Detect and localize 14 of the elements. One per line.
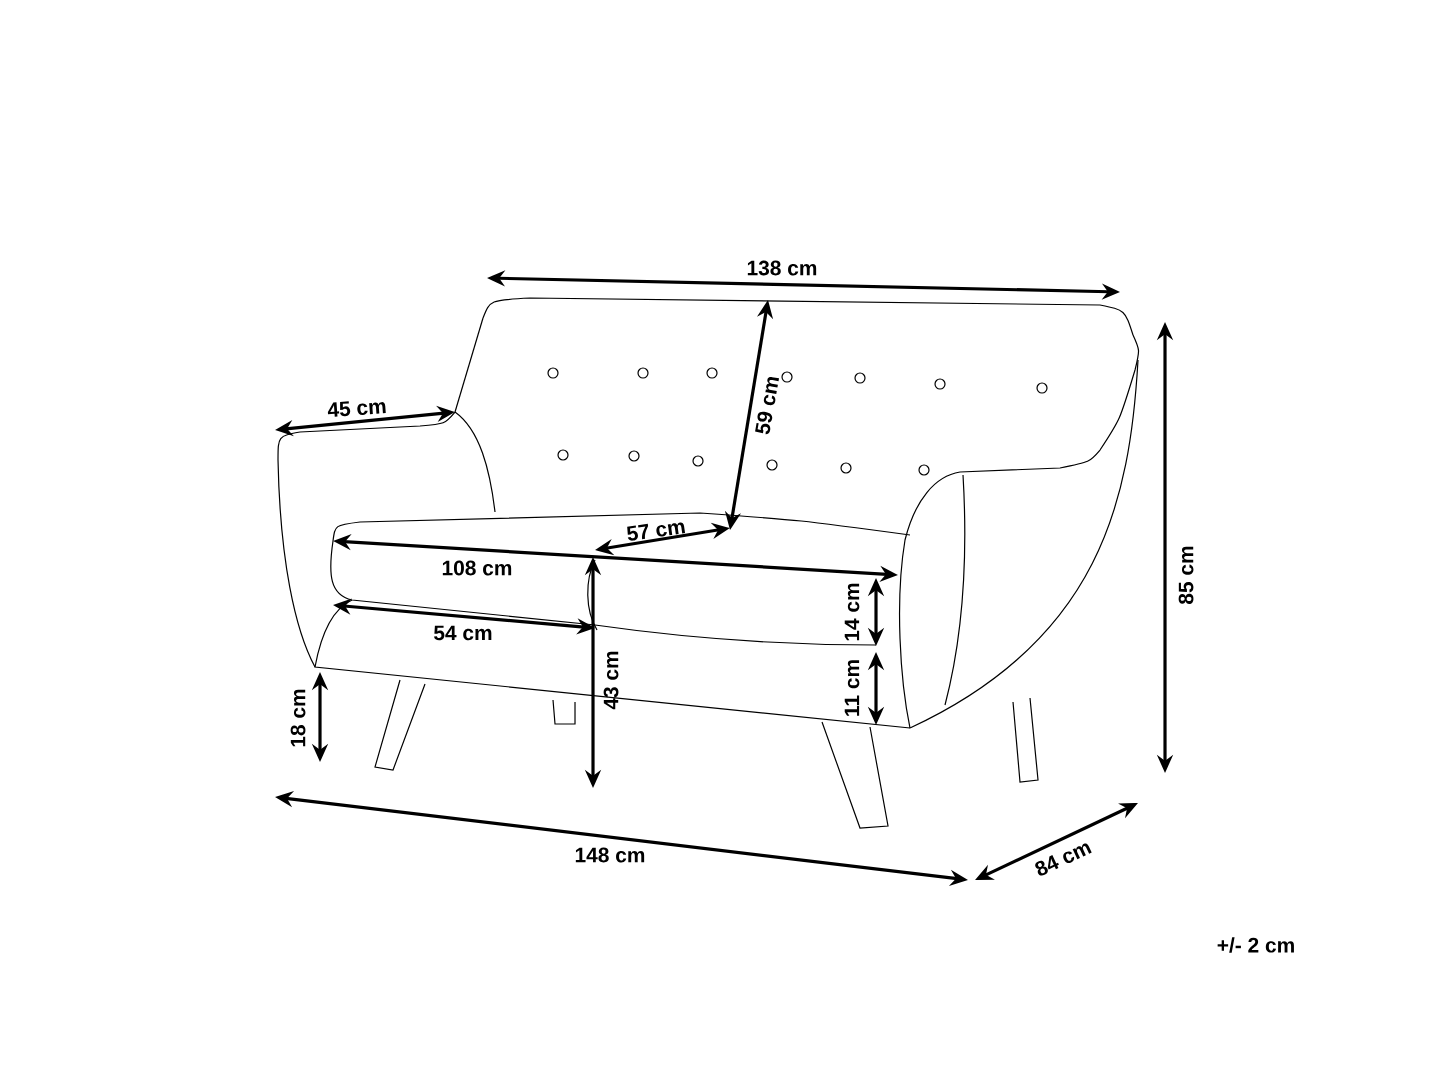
dimension-label: 138 cm bbox=[747, 260, 817, 276]
dimension-label: 43 cm bbox=[603, 651, 619, 710]
dimension-label: 85 cm bbox=[1178, 546, 1194, 604]
dimension-label: 54 cm bbox=[434, 625, 492, 641]
dimension-label: 57 cm bbox=[627, 522, 686, 541]
dimension-label: 18 cm bbox=[290, 689, 306, 747]
dimension-label: 108 cm bbox=[442, 560, 512, 576]
note-text: +/- 2 cm bbox=[1217, 937, 1294, 953]
dimension-label: 84 cm bbox=[1035, 843, 1092, 876]
dimension-label: 14 cm bbox=[844, 583, 860, 641]
dimension-label: 148 cm bbox=[575, 847, 645, 863]
dimension-label: 59 cm bbox=[755, 377, 779, 435]
dimension-label: 11 cm bbox=[844, 660, 860, 716]
dimension-label: 45 cm bbox=[327, 401, 386, 417]
